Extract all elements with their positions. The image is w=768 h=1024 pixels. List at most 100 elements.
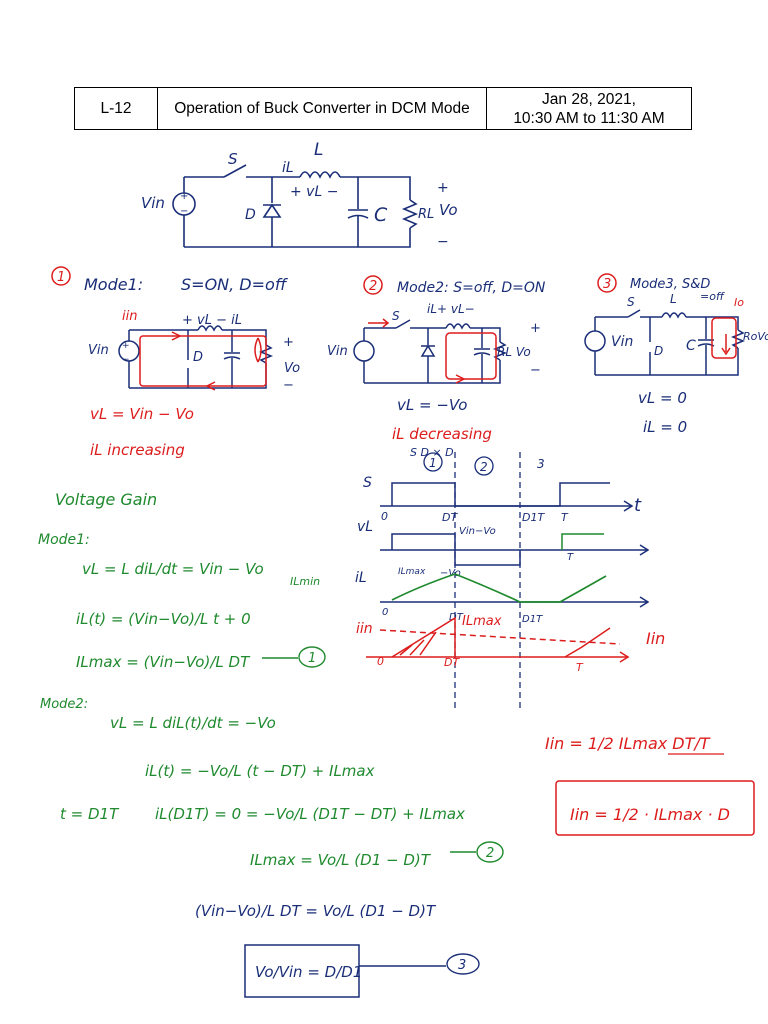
vl-label: vL xyxy=(357,519,373,535)
switch-symbol xyxy=(223,164,247,178)
m3-l: L xyxy=(670,292,677,306)
vg-eq3-num: 3 xyxy=(458,958,466,973)
mode3-current-loop: Io xyxy=(711,296,744,359)
mode1-title: Mode1: xyxy=(84,275,143,294)
m2-plus: + xyxy=(530,321,541,336)
label-switch: S xyxy=(228,150,238,168)
interval-2: 2 xyxy=(480,460,488,474)
il-max-label: ILmax xyxy=(462,614,502,629)
m3-c: C xyxy=(686,338,696,354)
m1-src-plus: + xyxy=(122,341,130,351)
diode-symbol xyxy=(262,203,282,218)
iin-zero: 0 xyxy=(377,655,384,668)
mode1-current-loop: iin xyxy=(122,309,267,391)
vg-eq-ilmax: ILmax = (Vin−Vo)/L DT xyxy=(76,653,251,671)
inductor-symbol xyxy=(299,171,341,179)
mode2-title-group: Mode2: S=off, D=ON xyxy=(397,280,546,296)
vg-eq-ilt2: iL(t) = −Vo/L (t − DT) + ILmax xyxy=(145,762,375,780)
label-vo: Vo xyxy=(439,201,458,219)
il-dt: DT xyxy=(449,612,464,623)
ic-eq1: Iin = 1/2 ILmax DT/T xyxy=(545,734,711,753)
mode3-title-group: Mode3, S&D =off xyxy=(630,277,725,303)
waveform-switch: S t 0 DT D1T T vL Vin−Vo −Vo T iL 0 ILma… xyxy=(355,475,650,625)
m2-minus: − xyxy=(530,363,541,378)
m1-iin: iin xyxy=(122,309,137,324)
vg-eq-vl: vL = L diL/dt = Vin − Vo xyxy=(82,560,264,578)
m2-rl: RL Vo xyxy=(497,345,531,359)
mode2-title: Mode2: S=off, D=ON xyxy=(397,280,546,296)
m1-vo: Vo xyxy=(284,361,300,376)
m2-vin: Vin xyxy=(327,344,348,359)
m2-il: iL+ vL− xyxy=(427,302,475,316)
vin-minus-vo: Vin−Vo xyxy=(459,526,496,537)
mode2-header: 2 xyxy=(363,275,383,295)
m3-eq2: iL = 0 xyxy=(643,418,687,436)
mode2-number: 2 xyxy=(369,279,377,294)
waveform-dashed-markers xyxy=(454,452,521,708)
m1-d: D xyxy=(193,350,203,365)
il-max-small: ILmax xyxy=(398,567,426,577)
mode3-header: 3 xyxy=(597,273,617,293)
mode3-equations: vL = 0 iL = 0 xyxy=(638,389,687,436)
load-resistor-symbol xyxy=(401,199,419,229)
m1-eq1: vL = Vin − Vo xyxy=(90,405,194,423)
il-zero: 0 xyxy=(382,607,388,618)
interval-1: 1 xyxy=(429,456,437,470)
mode3-title: Mode3, S&D xyxy=(630,277,710,292)
ic-result-box xyxy=(555,780,755,836)
m3-s: S xyxy=(627,295,635,309)
m1-vin: Vin xyxy=(88,343,109,358)
vg-eq2-num: 2 xyxy=(486,846,494,861)
label-capacitor: C xyxy=(374,204,388,226)
mode2-current-loop xyxy=(368,318,497,384)
label-inductor: L xyxy=(314,140,323,160)
m1-src-minus: − xyxy=(122,355,130,365)
il-d1t: D1T xyxy=(522,614,543,625)
vg-eq-gain: Vo/Vin = D/D1 xyxy=(255,963,362,981)
vg-title: Voltage Gain xyxy=(55,490,157,509)
vg-eq-ilmax2: ILmax = Vo/L (D1 − D)T xyxy=(250,851,432,869)
il-waveform-curve xyxy=(391,573,607,603)
lecture-time: 10:30 AM to 11:30 AM xyxy=(513,109,665,127)
vg-eq1-num: 1 xyxy=(308,651,316,666)
label-il: iL xyxy=(282,160,294,176)
m1-plus: + xyxy=(283,335,294,350)
mode1-vl-label-group: + vL − iL xyxy=(182,313,242,328)
mode1-equations: vL = Vin − Vo iL increasing xyxy=(90,405,194,459)
m3-eq1: vL = 0 xyxy=(638,389,687,407)
mode3-state: =off xyxy=(700,290,725,303)
mode2-eq-group: vL = −Vo xyxy=(397,396,467,414)
vg-eq-ild1t: iL(D1T) = 0 = −Vo/L (D1T − DT) + ILmax xyxy=(155,805,465,823)
label-vl: + vL − xyxy=(290,184,338,200)
src-plus: + xyxy=(180,191,188,202)
s-d1t: D1T xyxy=(522,511,545,524)
mode3-number: 3 xyxy=(603,277,611,292)
iin-avg: Iin xyxy=(646,629,665,648)
voltage-gain-derivation: Voltage Gain Mode1: vL = L diL/dt = Vin … xyxy=(38,490,504,869)
voltage-gain-result: (Vin−Vo)/L DT = Vo/L (D1 − D)T Vo/Vin = … xyxy=(195,902,480,998)
m3-io: Io xyxy=(734,296,744,309)
mode3-circuit: Vin S L D C RoVo xyxy=(584,292,768,376)
mode1-header: 1 xyxy=(51,266,71,286)
lecture-number: L-12 xyxy=(74,87,158,130)
t-axis: t xyxy=(634,495,642,516)
vg-eq-vl2: vL = L diL(t)/dt = −Vo xyxy=(110,714,276,732)
label-vin: Vin xyxy=(141,194,165,212)
m3-rl: RoVo xyxy=(743,330,768,343)
vg-mode2: Mode2: xyxy=(40,697,88,712)
iin-dt: DT xyxy=(444,656,460,669)
mode1-title-group: Mode1: S=ON, D=off xyxy=(84,275,289,294)
m2-eq1: vL = −Vo xyxy=(397,396,467,414)
m1-eq2: iL increasing xyxy=(90,441,185,459)
waveform-title-group: iL decreasing xyxy=(392,425,492,443)
iin-t: T xyxy=(576,661,584,674)
label-diode: D xyxy=(245,207,256,223)
vg-il-min: ILmin xyxy=(290,575,320,588)
vl-t: T xyxy=(567,552,574,563)
neg-vo: −Vo xyxy=(440,568,461,579)
vg-eq-ilt: iL(t) = (Vin−Vo)/L t + 0 xyxy=(76,610,251,628)
m3-vin: Vin xyxy=(611,334,633,350)
vg-eq-equate: (Vin−Vo)/L DT = Vo/L (D1 − D)T xyxy=(195,902,437,920)
il-label: iL xyxy=(355,570,367,586)
